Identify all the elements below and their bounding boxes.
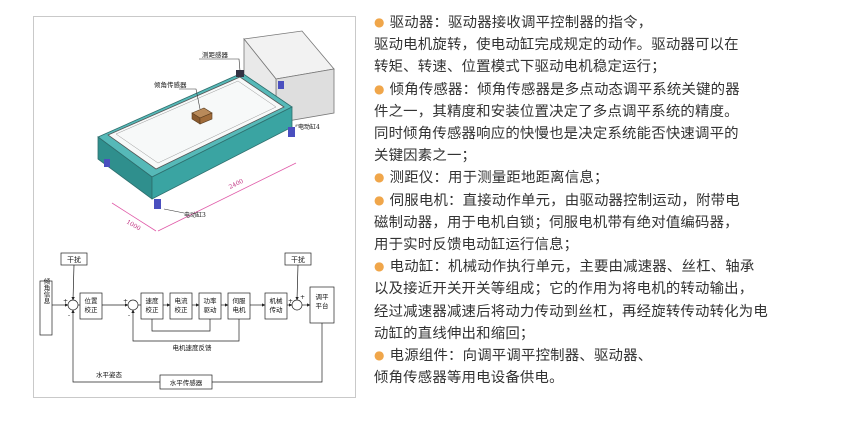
- disturbance-right: 干扰: [291, 255, 305, 264]
- tilt-sensor-label: 倾角传感器: [154, 80, 187, 89]
- disturbance-left: 干扰: [67, 255, 81, 264]
- description-line: ●电动缸：机械动作执行单元，主要由减速器、丝杠、轴承: [374, 259, 755, 276]
- dim-long-label: 2400: [228, 178, 245, 191]
- bullet-icon: ●: [374, 81, 385, 96]
- description-line: 动缸的直线伸出和缩回；: [374, 325, 535, 342]
- description-line: ●电源组件：向调平调平控制器、驱动器、: [374, 348, 653, 365]
- description-line: 同时倾角传感器响应的快慢也是决定系统能否快速调平的: [374, 126, 739, 143]
- distance-sensor-label: 测距感器: [202, 50, 229, 59]
- description-line: 用于实时反馈电动缸运行信息；: [374, 237, 579, 254]
- description-line: 倾角传感器等用电设备供电。: [374, 370, 564, 387]
- description-item: ●驱动器：驱动器接收调平控制器的指令， 驱动电机旋转，使电动缸完成规定的动作。驱动…: [374, 12, 844, 79]
- cylinder-4-label: 电动缸4: [298, 123, 320, 131]
- level-sensor-label: 水平传感器: [170, 378, 203, 387]
- level-feedback-label: 水平姿态: [96, 370, 123, 379]
- distance-sensor-block: [236, 70, 244, 77]
- description-line: ●伺服电机：直接动作单元，由驱动器控制运动，附带电: [374, 192, 740, 209]
- description-list: ●驱动器：驱动器接收调平控制器的指令， 驱动电机旋转，使电动缸完成规定的动作。驱动…: [374, 12, 844, 389]
- bullet-icon: ●: [374, 348, 385, 363]
- block-position-correction: 位置校正: [85, 296, 99, 314]
- bullet-icon: ●: [374, 15, 385, 29]
- description-line: 关键因素之一；: [374, 148, 477, 165]
- block-speed-correction: 速度校正: [146, 296, 160, 314]
- cylinder-3-label: 电动缸3: [184, 211, 206, 219]
- svg-text:-: -: [128, 312, 130, 319]
- svg-text:+: +: [63, 298, 68, 305]
- block-power-drive: 功率驱动: [204, 296, 218, 314]
- description-line: 驱动电机旋转，使电动缸完成规定的动作。驱动器可以在: [374, 37, 739, 54]
- svg-text:+: +: [123, 298, 128, 305]
- description-item: ●电动缸：机械动作执行单元，主要由减速器、丝杠、轴承以及接近开关开关等组成；它的…: [374, 256, 844, 345]
- description-line: 转矩、转速、位置模式下驱动电机稳定运行；: [374, 59, 666, 76]
- description-line: ●测距仪：用于测量距地距离信息；: [374, 170, 609, 187]
- description-line: ●倾角传感器：倾角传感器是多点动态调平系统关键的器: [374, 81, 740, 98]
- bullet-icon: ●: [374, 259, 385, 274]
- svg-text:+: +: [300, 294, 305, 301]
- description-item: ●电源组件：向调平调平控制器、驱动器、倾角传感器等用电设备供电。: [374, 345, 844, 389]
- platform-body: [97, 72, 293, 200]
- bullet-icon: ●: [374, 192, 385, 207]
- dimension-lines: [111, 162, 297, 232]
- callout-lines: [163, 58, 308, 214]
- block-servo-motor: 伺服电机: [233, 297, 247, 314]
- block-labels: 倾角信息 位置校正 速度校正 电流校正 功率驱动 伺服电机 机械传动 调平平台: [42, 277, 329, 314]
- figure-frame: 1000 2400 测距感器 倾角传感器 电动缸4 电动缸3: [33, 16, 356, 398]
- description-line: ●驱动器：驱动器接收调平控制器的指令，: [374, 15, 653, 31]
- svg-text:+: +: [288, 298, 293, 305]
- description-line: 件之一，其精度和安装位置决定了多点调平系统的精度。: [374, 103, 739, 120]
- bullet-icon: ●: [374, 170, 385, 185]
- control-block-diagram: 干扰 干扰 倾角信息 位置校正 速度校正 电流校正 功率驱动 伺服电机 机械传动…: [39, 252, 335, 390]
- tilt-sensor-block: [191, 107, 213, 125]
- block-leveling-platform: 调平平台: [316, 292, 330, 310]
- description-item: ●倾角传感器：倾角传感器是多点动态调平系统关键的器件之一，其精度和安装位置决定了…: [374, 79, 844, 168]
- svg-text:-: -: [68, 312, 70, 319]
- block-mechanical-transmission: 机械传动: [270, 296, 284, 314]
- description-item: ●测距仪：用于测量距地距离信息；: [374, 167, 844, 189]
- speed-feedback-label: 电机速度反馈: [173, 343, 213, 352]
- description-line: 以及接近开关开关等组成；它的作用为将电机的转动输出，: [374, 281, 754, 298]
- cylinder-feet: [104, 81, 295, 209]
- block-current-correction: 电流校正: [175, 296, 189, 314]
- sign-labels: + - + - + +: [63, 294, 305, 319]
- description-item: ●伺服电机：直接动作单元，由驱动器控制运动，附带电磁制动器，用于电机自锁；伺服电…: [374, 190, 844, 257]
- description-line: 磁制动器，用于电机自锁；伺服电机带有绝对值编码器，: [374, 214, 739, 231]
- platform-render: 1000 2400 测距感器 倾角传感器 电动缸4 电动缸3: [97, 30, 335, 232]
- input-signal-label: 倾角信息: [42, 277, 50, 305]
- description-line: 经过减速器减速后将动力传动到丝杠，再经旋转传动转化为电: [374, 303, 768, 320]
